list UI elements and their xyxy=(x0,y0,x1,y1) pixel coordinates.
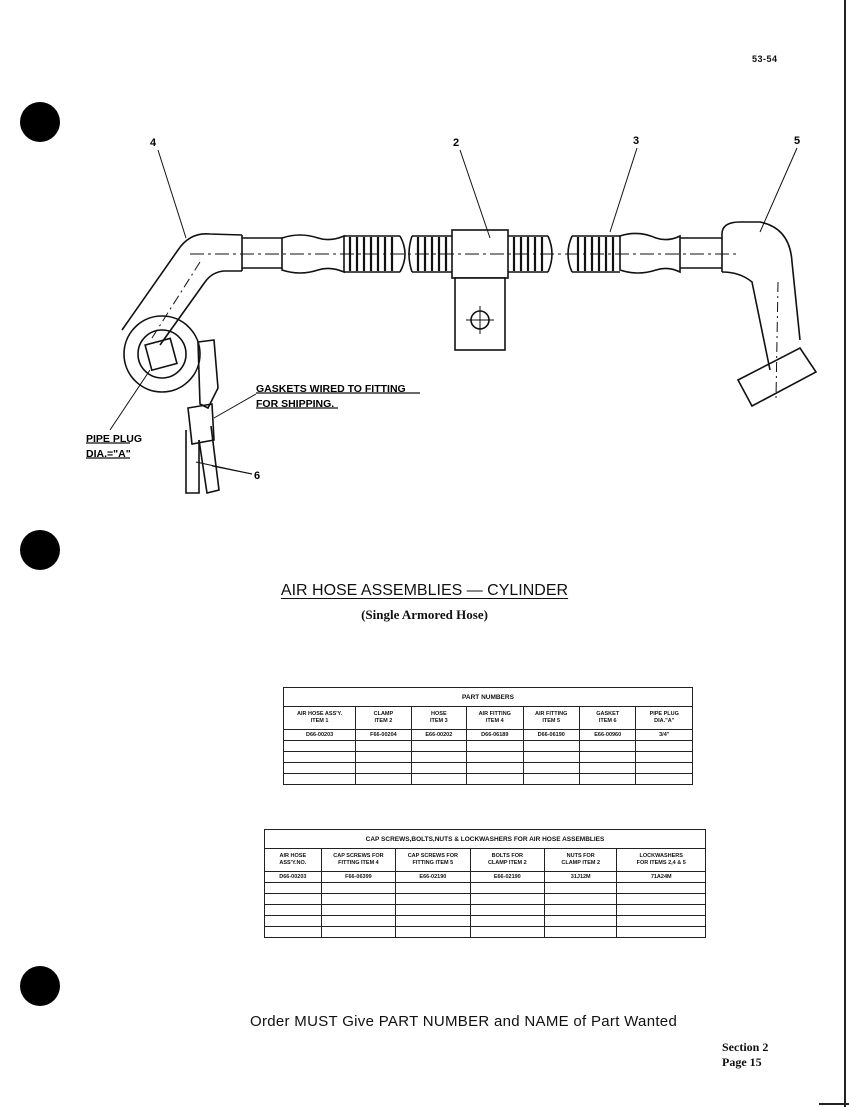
table-cell: F66-00204 xyxy=(355,729,412,741)
page-edge-line xyxy=(844,0,846,1107)
table-row: D66-00203 F66-06399 E66-02190 E66-02190 … xyxy=(264,871,706,883)
gasket-strip-1 xyxy=(185,430,200,494)
right-flange xyxy=(736,346,818,408)
hardware-table: CAP SCREWS,BOLTS,NUTS & LOCKWASHERS FOR … xyxy=(264,829,706,938)
right-elbow-inner xyxy=(721,271,771,371)
column-header: AIR HOSE ASS'Y.ITEM 1 xyxy=(282,706,357,730)
document-code: 53-54 xyxy=(752,54,778,64)
table-row: D66-00203 F66-00204 E66-00202 D66-06189 … xyxy=(282,729,693,741)
empty-row xyxy=(264,893,706,905)
empty-row xyxy=(282,751,693,763)
table-heading: CAP SCREWS,BOLTS,NUTS & LOCKWASHERS FOR … xyxy=(264,829,706,849)
gaskets-note-line2: FOR SHIPPING. xyxy=(256,398,334,410)
table-cell: D66-06189 xyxy=(466,729,524,741)
empty-row xyxy=(264,915,706,927)
callout-3: 3 xyxy=(633,135,639,147)
page-subtitle: (Single Armored Hose) xyxy=(361,607,488,622)
left-elbow-outer xyxy=(121,233,243,331)
pipe-plug-square xyxy=(144,337,178,372)
gasket-strip-2 xyxy=(198,425,220,494)
callout-4: 4 xyxy=(150,137,157,149)
table-heading: PART NUMBERS xyxy=(283,687,693,707)
page-number: Page 15 xyxy=(722,1055,762,1069)
callout-2: 2 xyxy=(453,137,459,149)
left-flange-ring xyxy=(123,315,201,393)
left-elbow-inner xyxy=(159,270,242,346)
pipe-plug-note-line2: DIA.="A" xyxy=(86,448,131,460)
order-notice: Order MUST Give PART NUMBER and NAME of … xyxy=(250,1013,678,1030)
hose-assembly-drawing: 4 2 3 5 6 GASKETS WIRED TO FITTING FOR S… xyxy=(86,135,818,494)
callout-6: 6 xyxy=(254,470,260,482)
table-cell: 71A24M xyxy=(616,871,706,883)
section-number: Section 2 xyxy=(722,1040,769,1054)
empty-row xyxy=(282,762,693,774)
table-cell: 31J12M xyxy=(543,871,618,883)
gaskets-note-line1: GASKETS WIRED TO FITTING xyxy=(256,383,406,395)
empty-row xyxy=(264,882,706,894)
table-cell: E66-00202 xyxy=(410,729,468,741)
table-cell: D66-00203 xyxy=(264,871,322,883)
part-numbers-table: PART NUMBERS AIR HOSE ASS'Y.ITEM 1 CLAMP… xyxy=(282,687,693,785)
table-cell: E66-02190 xyxy=(469,871,546,883)
binder-hole-bottom xyxy=(20,966,60,1006)
binder-hole-top xyxy=(20,102,60,142)
empty-row xyxy=(282,773,693,785)
table-cell: F66-06399 xyxy=(320,871,397,883)
table-cell: 3/4" xyxy=(635,729,693,741)
hose-end-right xyxy=(619,232,681,274)
page-title: AIR HOSE ASSEMBLIES — CYLINDER xyxy=(280,582,569,599)
table-cell: E66-02190 xyxy=(395,871,471,883)
page-edge-corner xyxy=(819,1103,849,1105)
table-cell: D66-06190 xyxy=(522,729,580,741)
pipe-plug-note-line1: PIPE PLUG xyxy=(86,433,142,445)
right-elbow-outer xyxy=(721,221,801,341)
empty-row xyxy=(282,740,693,752)
table-cell: E66-00960 xyxy=(578,729,637,741)
table-cell: D66-00203 xyxy=(282,729,357,741)
section-page-label: Section 2 Page 15 xyxy=(722,1040,768,1070)
empty-row xyxy=(264,904,706,916)
binder-hole-middle xyxy=(20,530,60,570)
empty-row xyxy=(264,926,706,938)
callout-5: 5 xyxy=(794,135,800,147)
